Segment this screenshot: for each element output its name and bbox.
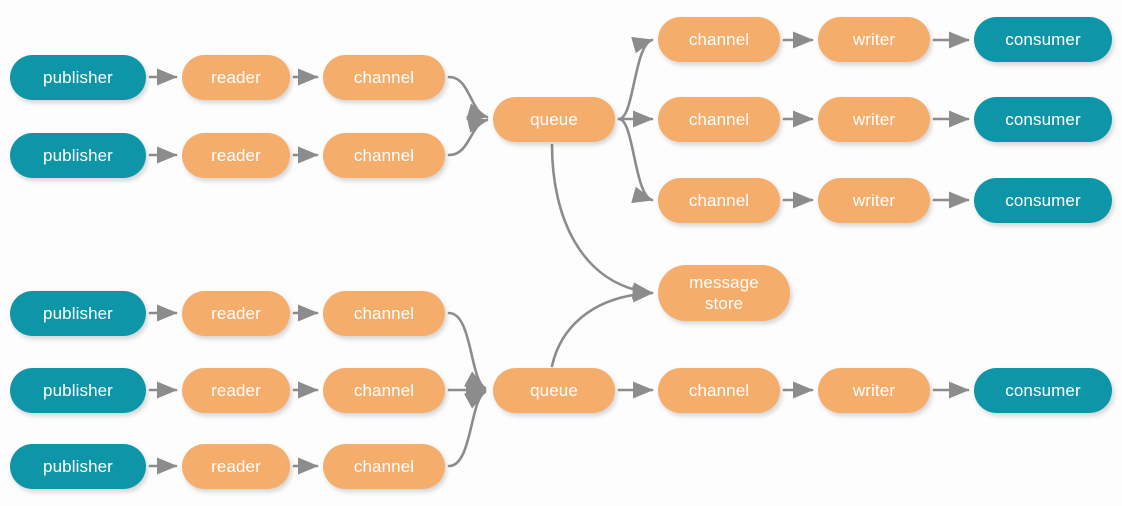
node-queueA[interactable]: queue xyxy=(493,97,615,142)
node-label-conA2: consumer xyxy=(1005,110,1081,129)
node-rdr5[interactable]: reader xyxy=(182,444,290,489)
node-label-queueA: queue xyxy=(530,110,578,129)
node-label-conB1: consumer xyxy=(1005,381,1081,400)
edge-chn1-to-queueA xyxy=(447,75,489,120)
node-chn2[interactable]: channel xyxy=(323,133,445,178)
edge-chn2-to-queueA xyxy=(447,116,489,157)
node-label-wrtA1: writer xyxy=(852,30,896,49)
node-pub2[interactable]: publisher xyxy=(10,133,146,178)
node-conA3[interactable]: consumer xyxy=(974,178,1112,223)
node-label-rdr5: reader xyxy=(211,457,261,476)
node-label-pub3: publisher xyxy=(43,304,113,323)
node-chn1[interactable]: channel xyxy=(323,55,445,100)
edge-queueB-to-store xyxy=(550,285,654,368)
node-pub3[interactable]: publisher xyxy=(10,291,146,336)
node-label-chnB1: channel xyxy=(688,381,750,400)
node-label-chn4: channel xyxy=(353,381,415,400)
node-chnB1[interactable]: channel xyxy=(658,368,780,413)
node-rdr2[interactable]: reader xyxy=(182,133,290,178)
node-label-queueB: queue xyxy=(530,381,578,400)
node-conA1[interactable]: consumer xyxy=(974,17,1112,62)
node-queueB[interactable]: queue xyxy=(493,368,615,413)
node-label-conA3: consumer xyxy=(1005,191,1081,210)
node-wrtB1[interactable]: writer xyxy=(818,368,930,413)
node-rdr1[interactable]: reader xyxy=(182,55,290,100)
node-chn3[interactable]: channel xyxy=(323,291,445,336)
node-chn4[interactable]: channel xyxy=(323,368,445,413)
node-label-pub2: publisher xyxy=(43,146,113,165)
node-wrtA1[interactable]: writer xyxy=(818,17,930,62)
node-label-pub1: publisher xyxy=(43,68,113,87)
node-pub5[interactable]: publisher xyxy=(10,444,146,489)
node-label-pub4: publisher xyxy=(43,381,113,400)
node-chnA1[interactable]: channel xyxy=(658,17,780,62)
node-label-chnA2: channel xyxy=(688,110,750,129)
node-label-wrtA3: writer xyxy=(852,191,896,210)
node-label-store: message store xyxy=(689,273,759,313)
node-label-chn2: channel xyxy=(353,146,415,165)
node-label-rdr2: reader xyxy=(211,146,261,165)
node-label-chnA1: channel xyxy=(688,30,750,49)
node-wrtA2[interactable]: writer xyxy=(818,97,930,142)
node-pub4[interactable]: publisher xyxy=(10,368,146,413)
node-label-rdr4: reader xyxy=(211,381,261,400)
node-conA2[interactable]: consumer xyxy=(974,97,1112,142)
node-label-rdr3: reader xyxy=(211,304,261,323)
node-chnA2[interactable]: channel xyxy=(658,97,780,142)
node-label-conA1: consumer xyxy=(1005,30,1081,49)
node-rdr3[interactable]: reader xyxy=(182,291,290,336)
node-rdr4[interactable]: reader xyxy=(182,368,290,413)
node-pub1[interactable]: publisher xyxy=(10,55,146,100)
node-label-pub5: publisher xyxy=(43,457,113,476)
node-label-rdr1: reader xyxy=(211,68,261,87)
node-chn5[interactable]: channel xyxy=(323,444,445,489)
node-chnA3[interactable]: channel xyxy=(658,178,780,223)
node-label-wrtB1: writer xyxy=(852,381,896,400)
node-store[interactable]: message store xyxy=(658,265,790,321)
node-conB1[interactable]: consumer xyxy=(974,368,1112,413)
edge-queueA-to-chnA1 xyxy=(617,36,654,121)
node-label-chn3: channel xyxy=(353,304,415,323)
node-wrtA3[interactable]: writer xyxy=(818,178,930,223)
edge-queueA-to-store xyxy=(550,143,654,300)
node-label-chn1: channel xyxy=(353,68,415,87)
edge-queueA-to-chnA3 xyxy=(617,117,654,204)
node-label-chnA3: channel xyxy=(688,191,750,210)
edge-chn3-to-queueB xyxy=(447,311,487,390)
node-label-wrtA2: writer xyxy=(852,110,896,129)
node-label-chn5: channel xyxy=(353,457,415,476)
edge-chn5-to-queueB xyxy=(447,390,487,468)
